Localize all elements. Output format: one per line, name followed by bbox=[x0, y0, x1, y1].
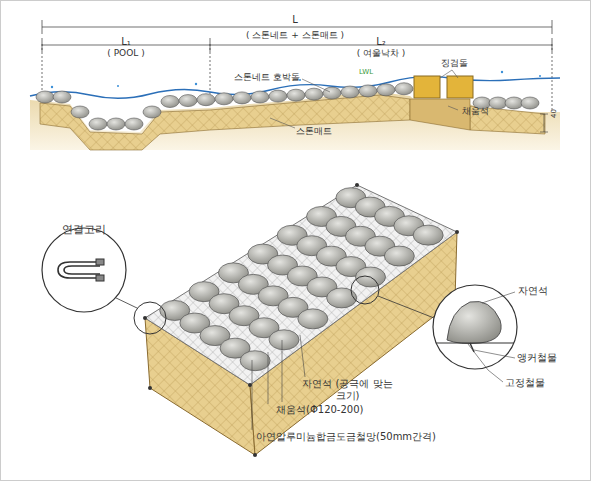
stone bbox=[179, 95, 197, 107]
dimension-label: L₁ bbox=[121, 36, 131, 48]
part-label: 스톤네트 호박돌 bbox=[234, 72, 300, 82]
stone bbox=[89, 118, 107, 130]
stone bbox=[298, 309, 328, 329]
part-label: 스톤매트 bbox=[296, 126, 332, 136]
dimension-label: 40 bbox=[550, 109, 558, 118]
stone bbox=[341, 86, 359, 98]
stone bbox=[251, 91, 269, 103]
stone bbox=[143, 106, 161, 118]
part-label: 아연알루미늄합금도금철망(50mm간격) bbox=[256, 431, 436, 443]
stone bbox=[384, 246, 414, 266]
part-label: 채움석 bbox=[462, 106, 489, 116]
stone bbox=[377, 84, 395, 96]
dimension-note: ( 여울낙차 ) bbox=[357, 48, 406, 58]
stone bbox=[489, 97, 507, 109]
stone bbox=[395, 83, 413, 95]
dimension-label: L bbox=[292, 14, 298, 26]
part-label: 채움석(Φ120-200) bbox=[276, 404, 363, 416]
stone bbox=[240, 351, 270, 371]
stone bbox=[269, 330, 299, 350]
stone bbox=[269, 90, 287, 102]
stone bbox=[107, 118, 125, 130]
stone bbox=[327, 288, 357, 308]
stone bbox=[161, 96, 179, 108]
stone bbox=[233, 92, 251, 104]
stone bbox=[305, 88, 323, 100]
stone bbox=[413, 225, 443, 245]
stone bbox=[505, 97, 523, 109]
stone bbox=[36, 91, 54, 103]
stone bbox=[215, 93, 233, 105]
part-label: 자연석 (공극에 맞는 크기) bbox=[300, 378, 395, 401]
stone bbox=[287, 89, 305, 101]
part-label: 앵커철물 bbox=[517, 352, 557, 364]
stone bbox=[53, 91, 71, 103]
stone bbox=[359, 85, 377, 97]
water-level: LWL bbox=[359, 68, 373, 76]
dimension-label: L₂ bbox=[376, 36, 386, 48]
stone bbox=[71, 106, 89, 118]
dimension-note: ( POOL ) bbox=[107, 48, 144, 58]
detail-title: 연결고리 bbox=[62, 224, 106, 237]
part-label: 자연석 bbox=[518, 285, 548, 297]
part-label: 고정철물 bbox=[505, 377, 545, 389]
stone bbox=[197, 94, 215, 106]
part-label: 징검돌 bbox=[441, 58, 468, 68]
stone bbox=[323, 87, 341, 99]
stone bbox=[521, 97, 539, 109]
dimension-note: ( 스톤네트 + 스톤매트 ) bbox=[246, 30, 344, 40]
stone bbox=[125, 118, 143, 130]
